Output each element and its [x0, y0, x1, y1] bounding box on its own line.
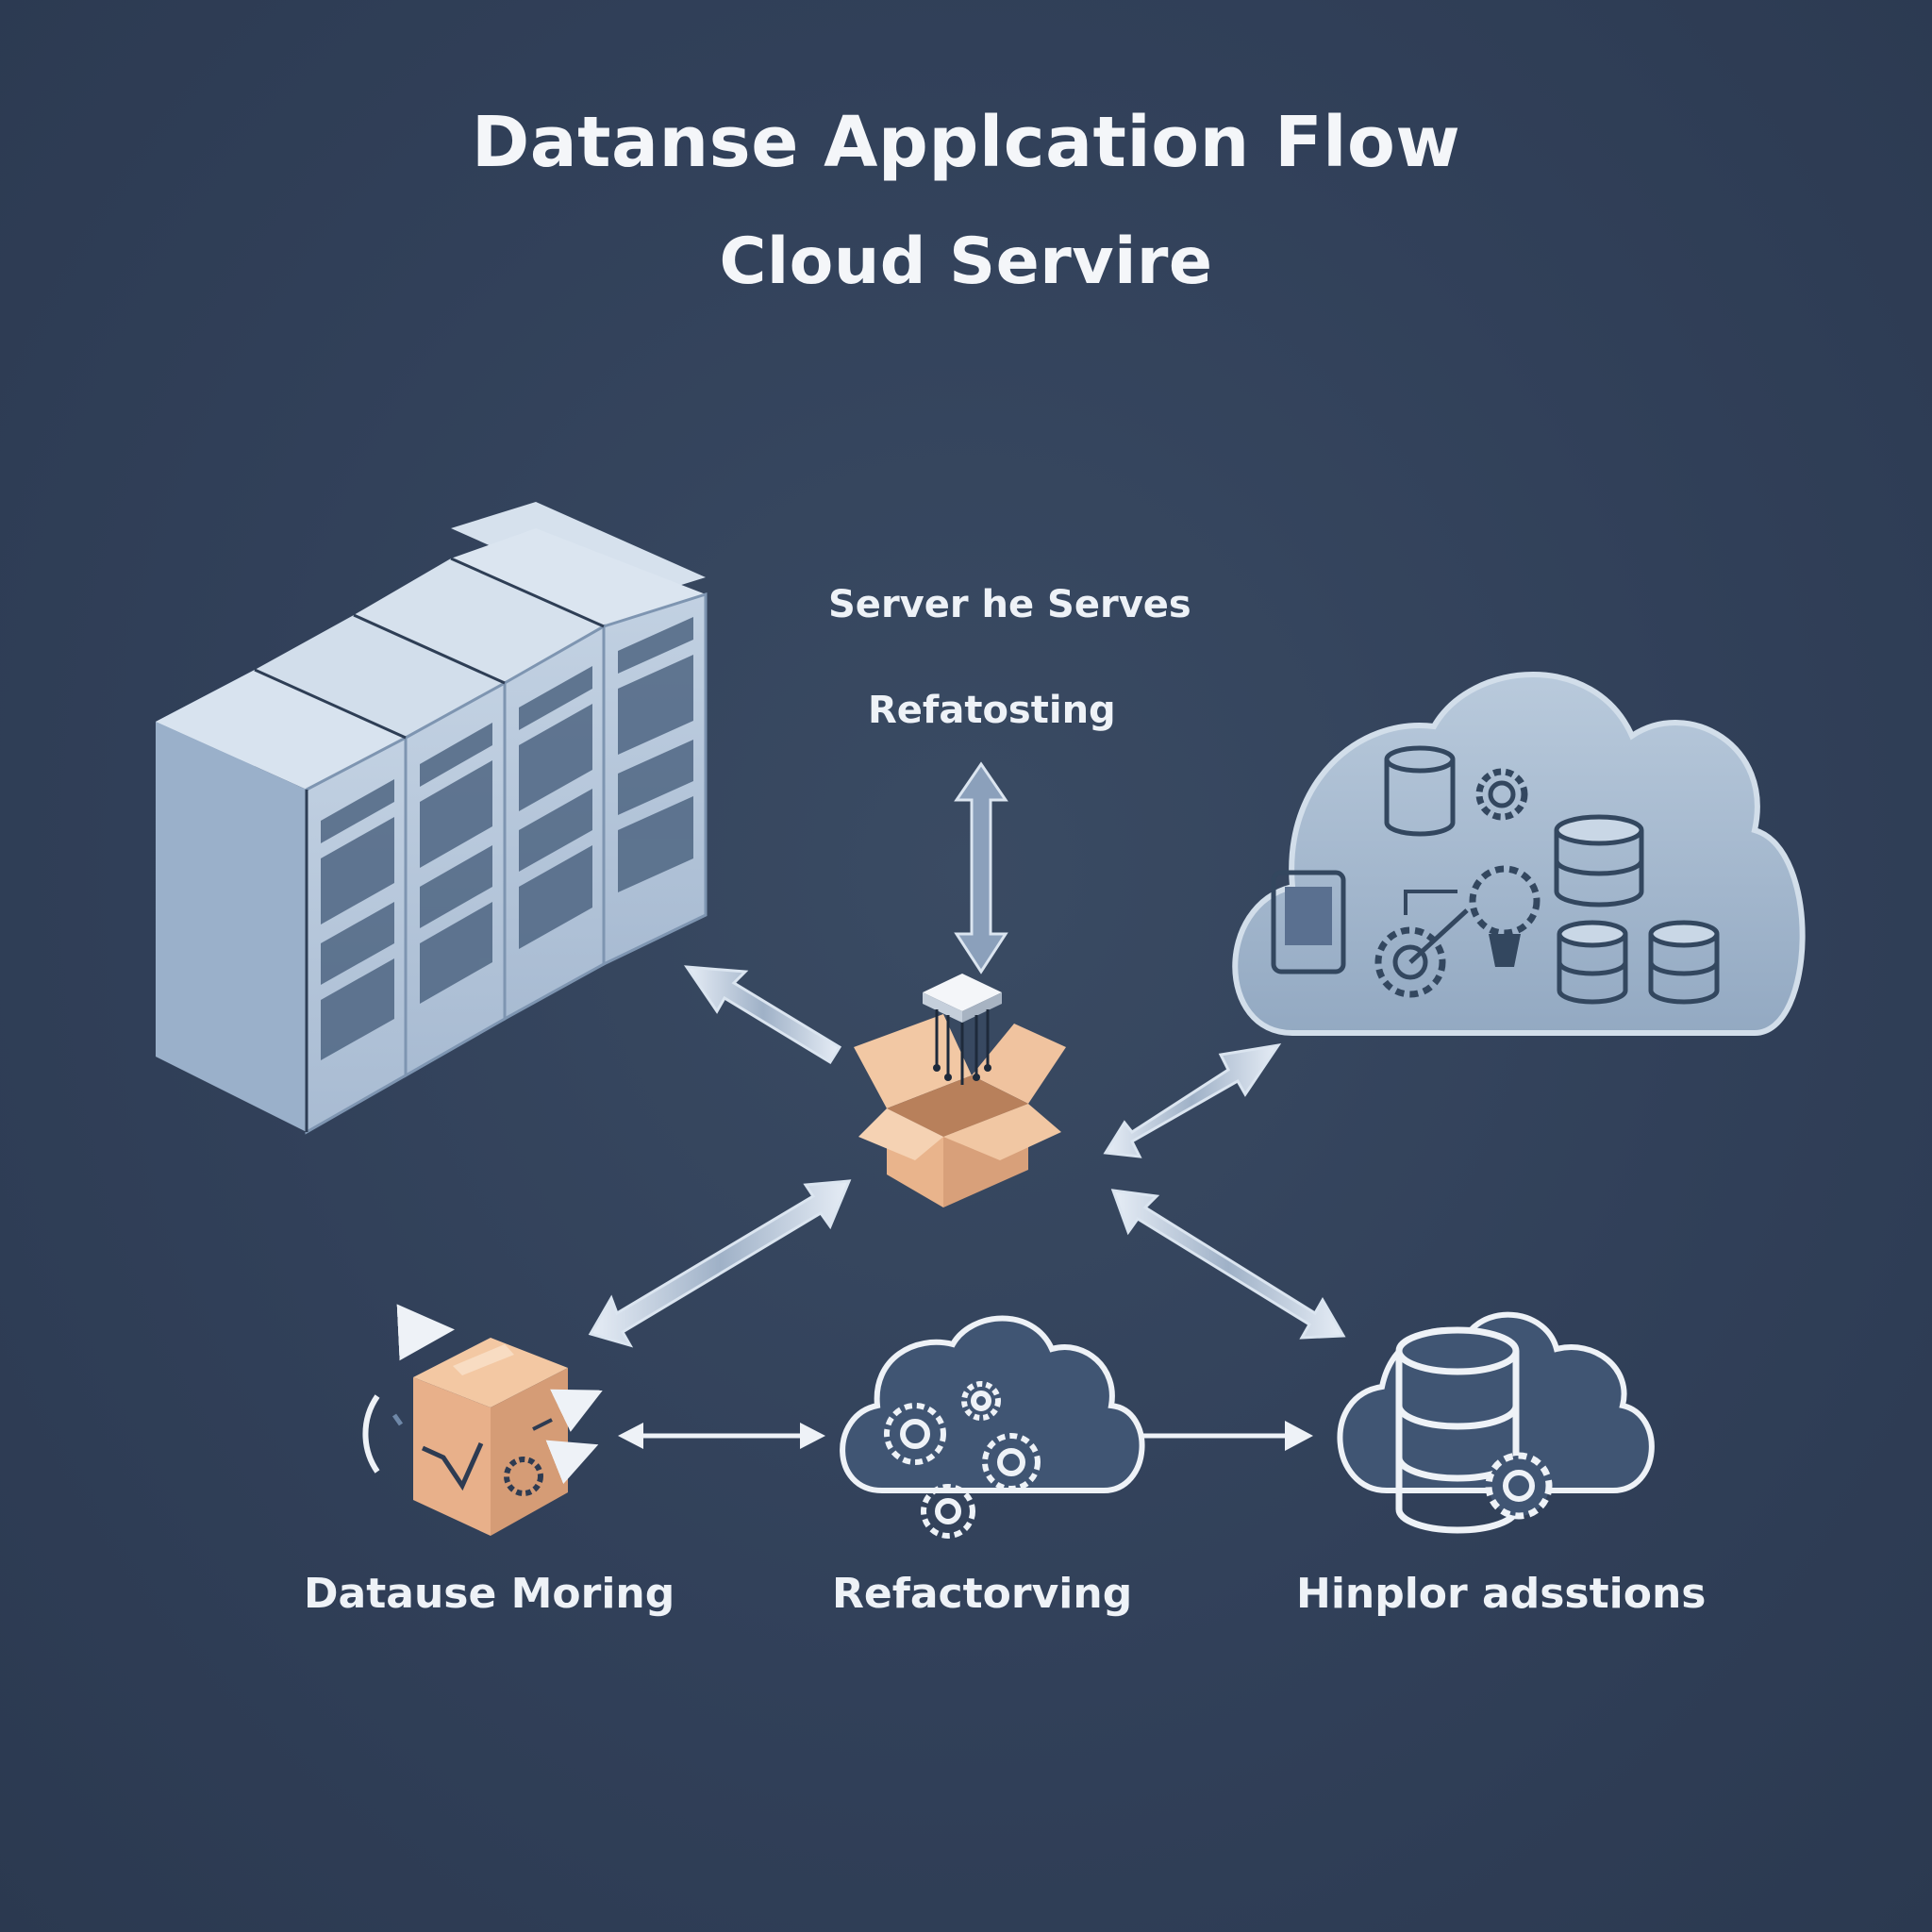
arrow-center-to-bottom-left — [588, 1179, 852, 1348]
label-deployed-apps: Hinplor adsstions — [1296, 1570, 1707, 1618]
arrow-center-up — [954, 761, 1008, 974]
open-box-chip-icon — [854, 974, 1066, 1208]
database-box-icon — [362, 1304, 604, 1536]
cloud-gears-icon — [840, 1315, 1145, 1539]
cloud-database-icon — [1232, 672, 1806, 1036]
server-rack-icon — [156, 502, 708, 1135]
label-refactoring-top: Refatosting — [868, 689, 1116, 732]
label-database-moving: Datause Moring — [304, 1570, 675, 1618]
arrow-center-to-cloud — [1103, 1042, 1282, 1158]
label-refactoring-bottom: Refactorving — [832, 1570, 1133, 1618]
label-server-services: Server he Serves — [828, 583, 1191, 626]
diagram-title: Datanse Applcation Flow — [471, 102, 1461, 183]
flow-arrows — [588, 761, 1346, 1451]
arrow-bottom-middle-right — [1140, 1421, 1313, 1451]
cloud-database-gear-icon — [1337, 1311, 1655, 1534]
arrow-center-to-bottom-right — [1110, 1189, 1346, 1340]
arrow-bottom-left-middle — [618, 1423, 825, 1449]
arrow-center-to-racks — [683, 965, 842, 1065]
diagram-subtitle: Cloud Servire — [719, 225, 1213, 299]
